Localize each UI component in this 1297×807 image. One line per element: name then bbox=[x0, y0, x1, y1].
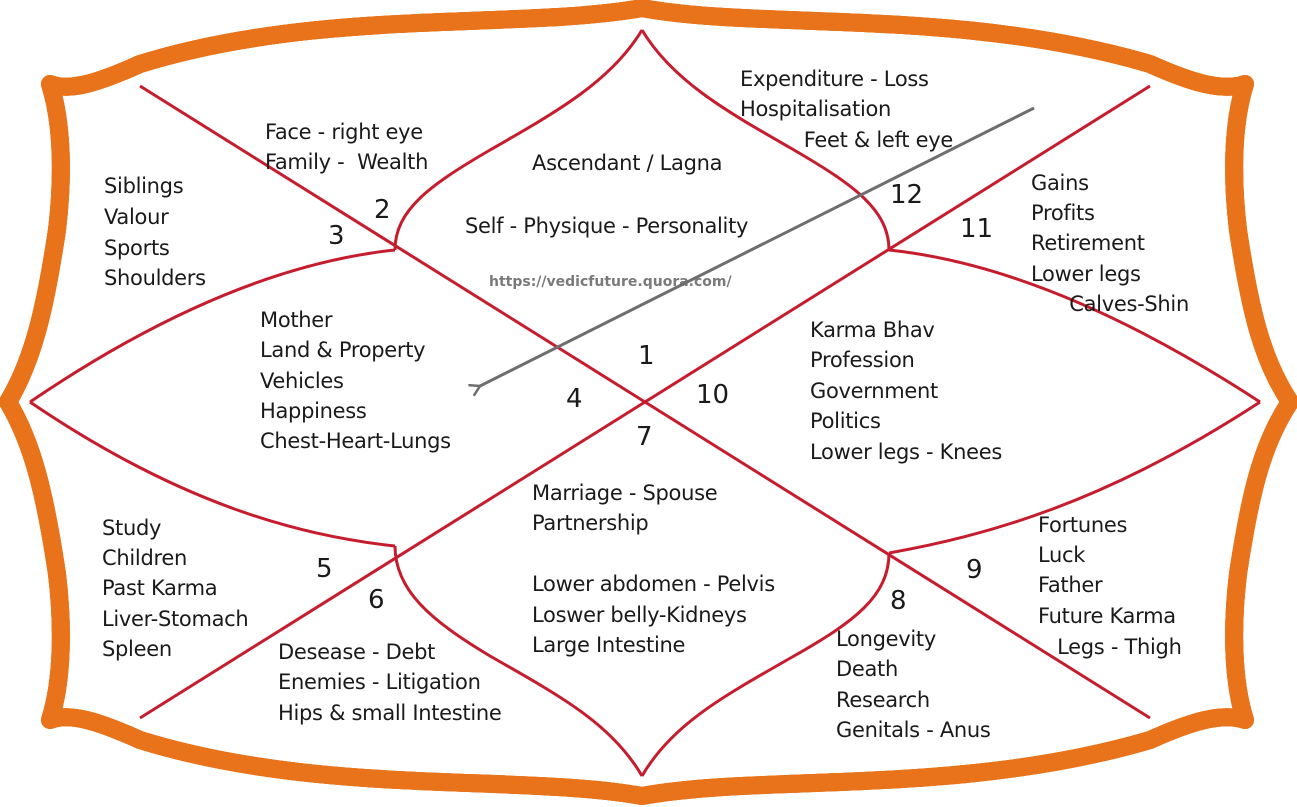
house-8-line: Longevity bbox=[836, 627, 936, 651]
house-11-line: Calves-Shin bbox=[1031, 292, 1189, 316]
house-3-line: Sports bbox=[104, 236, 170, 260]
house-9-line: Luck bbox=[1038, 543, 1086, 567]
house-11-line: Profits bbox=[1031, 201, 1095, 225]
inner-diamond-right-lower bbox=[888, 400, 1261, 555]
house-7-line: Lower abdomen - Pelvis bbox=[532, 572, 775, 596]
inner-diamond-bottom-left bbox=[393, 545, 644, 777]
house-3-line: Siblings bbox=[104, 174, 183, 198]
house-1-description: Ascendant / Lagna Self - Physique - Pers… bbox=[465, 151, 748, 238]
inner-diamond-left-lower bbox=[29, 400, 396, 548]
house-5-line: Spleen bbox=[102, 637, 172, 661]
house-10-number: 10 bbox=[696, 380, 729, 410]
house-2-line: Family - Wealth bbox=[265, 150, 428, 174]
house-7-line: Loswer belly-Kidneys bbox=[532, 603, 747, 627]
house-4-line: Chest-Heart-Lungs bbox=[260, 429, 451, 453]
house-3-description: Siblings Valour Sports Shoulders bbox=[104, 174, 206, 290]
inner-diamond-right-upper bbox=[888, 248, 1261, 404]
house-10-line: Karma Bhav bbox=[810, 318, 935, 342]
house-9-line: Legs - Thigh bbox=[1038, 635, 1182, 659]
house-2-number: 2 bbox=[374, 195, 391, 225]
house-10-line: Lower legs - Knees bbox=[810, 440, 1002, 464]
house-6-line: Desease - Debt bbox=[278, 640, 435, 664]
house-11-number: 11 bbox=[960, 214, 993, 244]
house-3-line: Shoulders bbox=[104, 266, 206, 290]
house-5-line: Study bbox=[102, 516, 161, 540]
house-5-number: 5 bbox=[316, 554, 333, 584]
house-6-number: 6 bbox=[368, 585, 385, 615]
house-8-number: 8 bbox=[890, 586, 907, 616]
house-2-description: Face - right eye Family - Wealth bbox=[265, 120, 428, 174]
house-10-line: Politics bbox=[810, 409, 881, 433]
house-numbers: 1 2 3 4 5 6 7 8 9 10 11 12 bbox=[316, 180, 993, 616]
house-11-line: Lower legs bbox=[1031, 262, 1141, 286]
house-12-number: 12 bbox=[890, 180, 923, 210]
house-5-line: Past Karma bbox=[102, 576, 217, 600]
house-6-description: Desease - Debt Enemies - Litigation Hips… bbox=[278, 640, 502, 725]
inner-diamond-bottom-right bbox=[640, 552, 891, 777]
house-5-line: Children bbox=[102, 546, 187, 570]
house-9-number: 9 bbox=[966, 555, 983, 585]
house-12-line: Expenditure - Loss bbox=[740, 67, 929, 91]
inner-diamond-top-right bbox=[640, 29, 891, 251]
house-1-number: 1 bbox=[638, 341, 655, 371]
house-1-line: Ascendant / Lagna bbox=[532, 151, 722, 175]
house-11-description: Gains Profits Retirement Lower legs Calv… bbox=[1031, 171, 1189, 316]
house-8-line: Research bbox=[836, 688, 930, 712]
house-7-number: 7 bbox=[636, 422, 653, 452]
house-4-line: Vehicles bbox=[260, 369, 344, 393]
house-3-number: 3 bbox=[328, 221, 345, 251]
house-5-description: Study Children Past Karma Liver-Stomach … bbox=[102, 516, 249, 661]
house-4-line: Happiness bbox=[260, 399, 367, 423]
inner-diamond-left-upper bbox=[29, 248, 396, 404]
house-8-line: Death bbox=[836, 657, 898, 681]
house-12-description: Expenditure - Loss Hospitalisation Feet … bbox=[740, 67, 953, 152]
watermark-url: https://vedicfuture.quora.com/ bbox=[489, 274, 732, 290]
house-10-description: Karma Bhav Profession Government Politic… bbox=[810, 318, 1002, 464]
house-11-line: Gains bbox=[1031, 171, 1089, 195]
house-11-line: Retirement bbox=[1031, 231, 1145, 255]
house-4-description: Mother Land & Property Vehicles Happines… bbox=[260, 308, 451, 453]
house-2-line: Face - right eye bbox=[265, 120, 423, 144]
house-7-line: Marriage - Spouse bbox=[532, 481, 717, 505]
house-5-line: Liver-Stomach bbox=[102, 607, 248, 631]
diagonal-line-tr-bl bbox=[139, 84, 1151, 720]
house-division-lines bbox=[29, 29, 1261, 777]
house-7-line: Partnership bbox=[532, 511, 648, 535]
house-9-line: Future Karma bbox=[1038, 604, 1176, 628]
house-7-description: Marriage - Spouse Partnership Lower abdo… bbox=[532, 481, 775, 657]
house-10-line: Profession bbox=[810, 348, 915, 372]
house-10-line: Government bbox=[810, 379, 938, 403]
house-9-description: Fortunes Luck Father Future Karma Legs -… bbox=[1038, 513, 1182, 659]
house-4-number: 4 bbox=[566, 384, 583, 414]
house-4-line: Mother bbox=[260, 308, 333, 332]
house-8-description: Longevity Death Research Genitals - Anus bbox=[836, 627, 991, 742]
house-4-line: Land & Property bbox=[260, 338, 425, 362]
house-8-line: Genitals - Anus bbox=[836, 718, 991, 742]
house-9-line: Fortunes bbox=[1038, 513, 1127, 537]
house-12-line: Feet & left eye bbox=[740, 128, 953, 152]
house-12-line: Hospitalisation bbox=[740, 97, 891, 121]
house-6-line: Enemies - Litigation bbox=[278, 670, 481, 694]
house-3-line: Valour bbox=[104, 205, 169, 229]
house-1-line: Self - Physique - Personality bbox=[465, 214, 748, 238]
house-7-line: Large Intestine bbox=[532, 633, 685, 657]
inner-diamond-top-left bbox=[393, 29, 644, 251]
house-6-line: Hips & small Intestine bbox=[278, 701, 502, 725]
annotation-arrow bbox=[480, 106, 1035, 386]
house-9-line: Father bbox=[1038, 573, 1103, 597]
